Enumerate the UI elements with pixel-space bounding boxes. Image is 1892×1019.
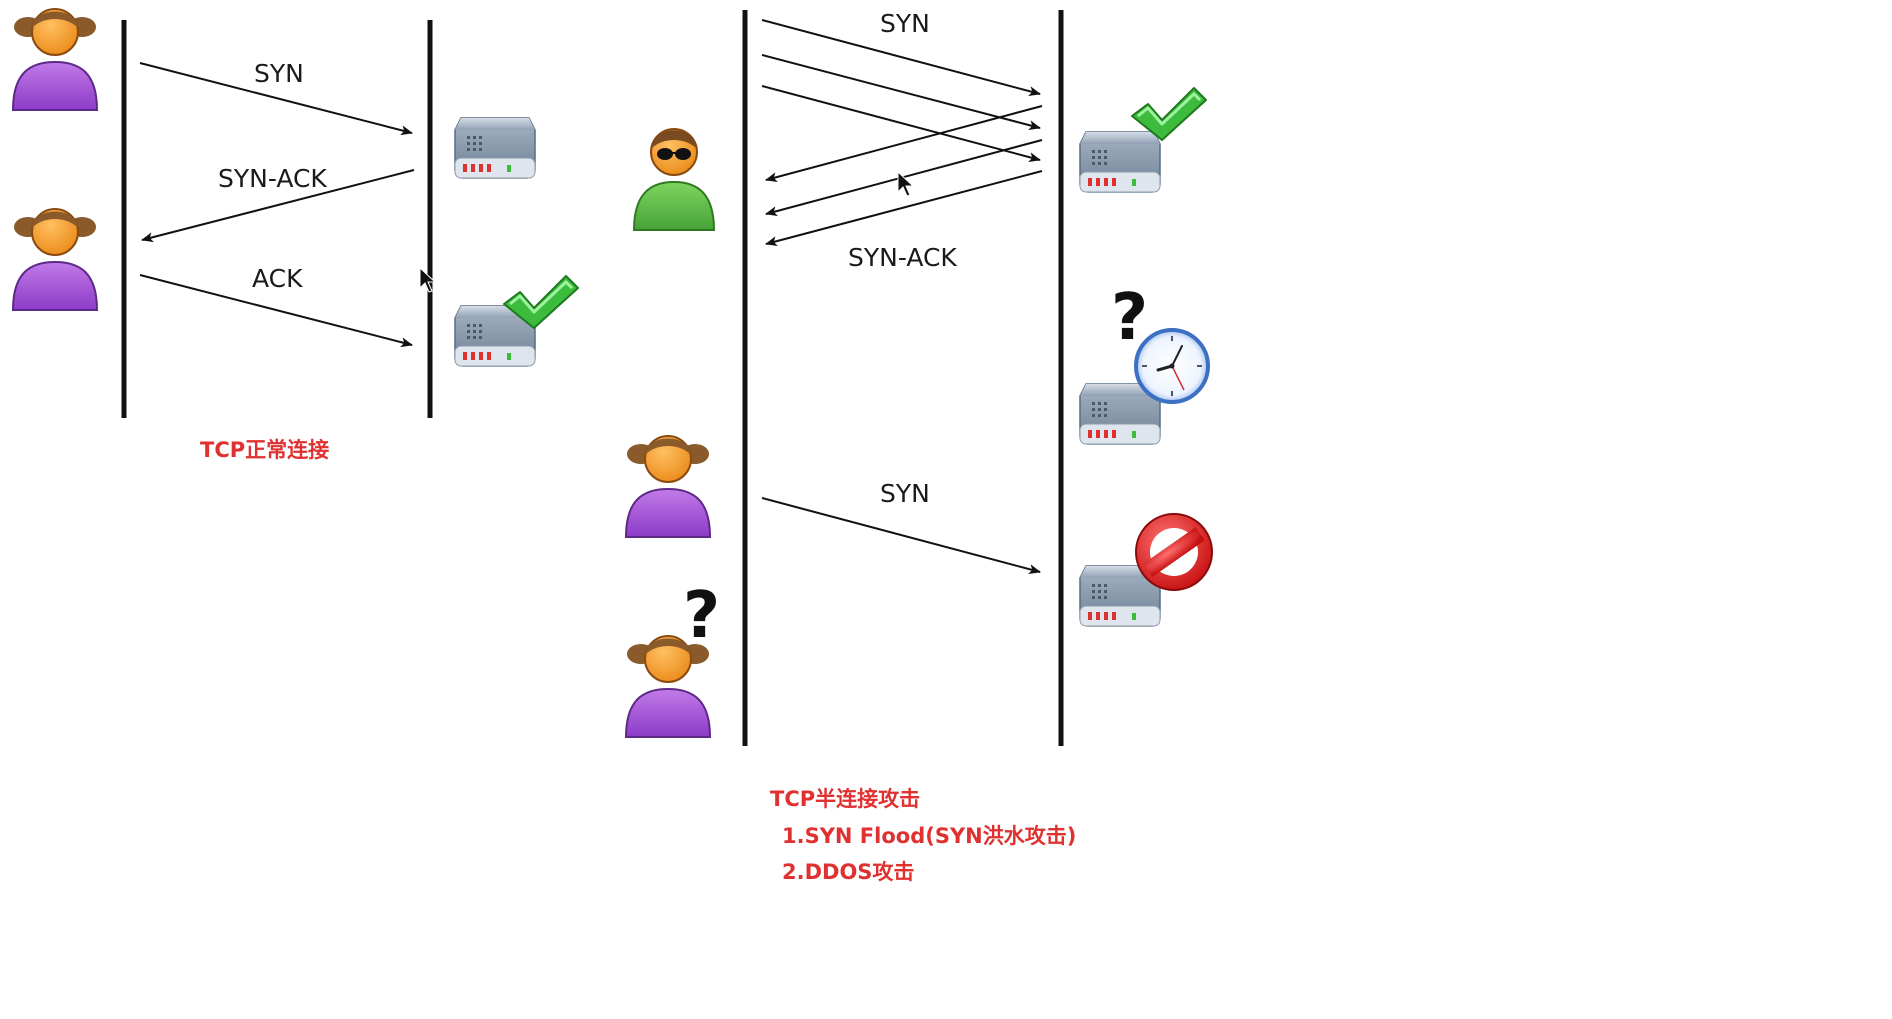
- synack-arrow: [765, 170, 1043, 247]
- syn-arrow: [139, 62, 413, 136]
- ack-arrow: [139, 274, 413, 348]
- server-icon: [454, 117, 536, 179]
- half-open-attack-caption: TCP半连接攻击: [770, 787, 921, 811]
- syn-label: SYN: [880, 479, 930, 508]
- syn-label: SYN: [254, 59, 304, 88]
- synack-arrow: [765, 105, 1043, 182]
- blocked-icon: [1135, 513, 1213, 591]
- normal-connection-caption: TCP正常连接: [200, 438, 330, 462]
- question-mark-icon: ?: [1111, 281, 1148, 355]
- syn-label: SYN: [880, 9, 930, 38]
- synack-label: SYN-ACK: [848, 243, 957, 272]
- server-icon: [1079, 131, 1161, 193]
- user-female-icon: [625, 435, 711, 538]
- attack-item-syn-flood: 1.SYN Flood(SYN洪水攻击): [782, 824, 1077, 848]
- ack-label: ACK: [252, 264, 303, 293]
- user-female-icon: [12, 208, 98, 311]
- user-female-icon: [12, 8, 98, 111]
- question-mark-icon: ?: [683, 579, 720, 653]
- syn-flood-diagram: ? SYN SYN-ACK SYN ?: [625, 9, 1213, 746]
- normal-handshake-diagram: SYN SYN-ACK ACK: [12, 8, 580, 418]
- synack-arrow: [141, 169, 415, 243]
- synack-label: SYN-ACK: [218, 164, 327, 193]
- syn-arrow: [761, 54, 1041, 131]
- syn-arrow: [761, 19, 1041, 97]
- syn-arrow: [761, 497, 1041, 575]
- attack-item-ddos: 2.DDOS攻击: [782, 860, 915, 884]
- attacker-with-sunglasses-icon: [633, 128, 715, 231]
- syn-arrow: [761, 85, 1041, 163]
